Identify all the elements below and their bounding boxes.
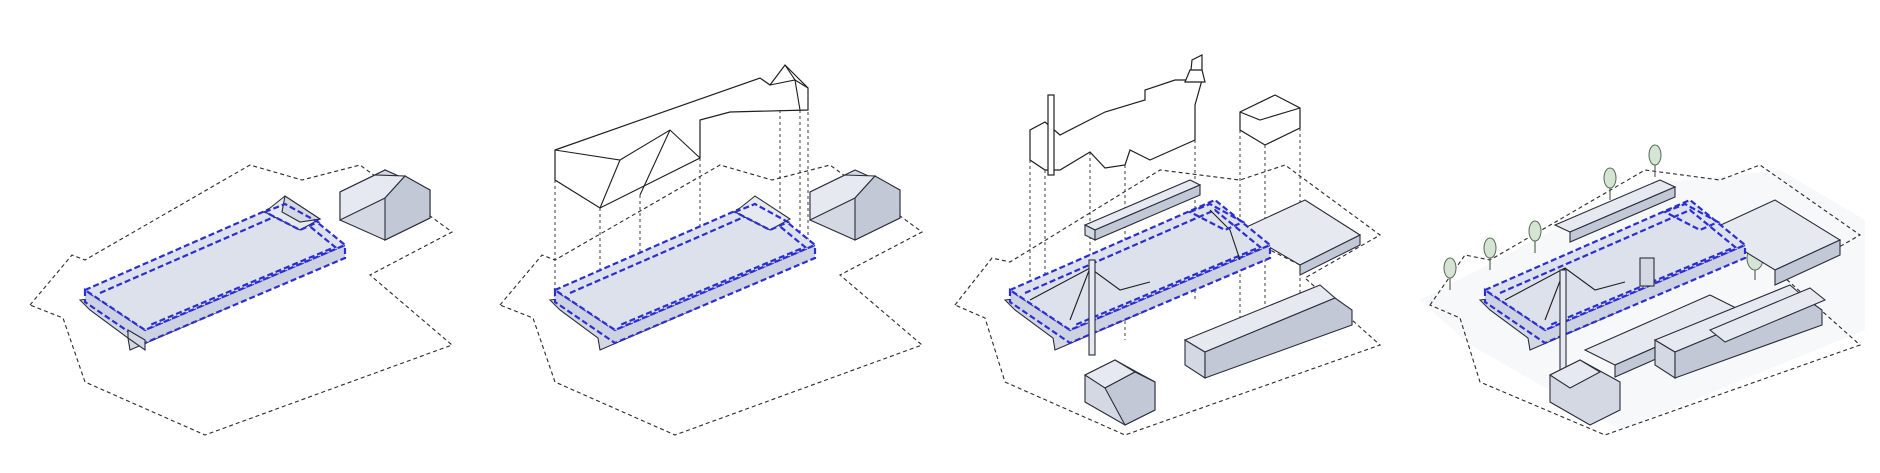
neighbour-building [809, 169, 901, 241]
panel-stage-3 [954, 54, 1382, 436]
small-house-south [1083, 359, 1156, 426]
historic-building-outline [554, 64, 809, 209]
historic-outline-upper [1029, 54, 1301, 176]
roof-lantern [1187, 202, 1246, 232]
roof-lantern [262, 195, 322, 232]
main-hall-highlighted [548, 198, 818, 351]
long-shed-south [1653, 284, 1827, 380]
annex-east [1708, 199, 1842, 286]
panel-stage-4 [1420, 144, 1865, 436]
long-shed-south [1183, 284, 1353, 380]
neighbour-building [339, 169, 431, 241]
outbuilding-north [1553, 179, 1677, 243]
panel-stage-1 [29, 164, 454, 436]
site-outline [29, 164, 454, 436]
main-hall-highlighted [1478, 198, 1748, 376]
site-outline [954, 164, 1382, 436]
panel-stage-2 [499, 64, 924, 436]
roof-lantern [732, 195, 792, 232]
roof-lantern [1662, 202, 1721, 232]
outbuilding-north [1083, 179, 1202, 241]
main-hall-highlighted [1003, 198, 1273, 356]
main-hall-highlighted [78, 198, 348, 352]
